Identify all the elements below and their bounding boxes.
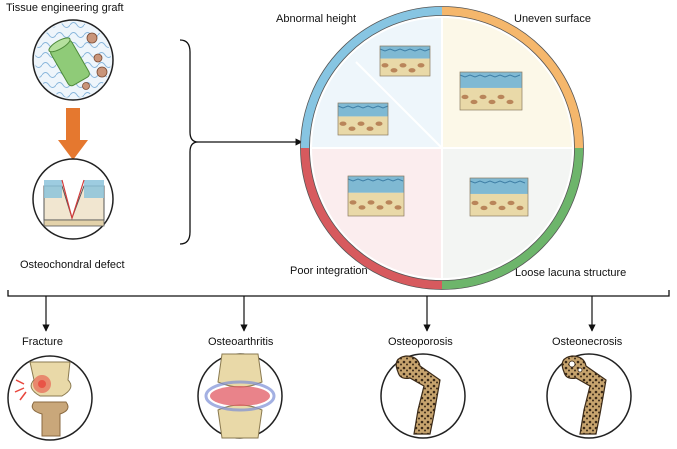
disease-label-fracture: Fracture	[22, 336, 63, 348]
sample-uneven-surface	[459, 71, 523, 111]
defect-label: Osteochondral defect	[20, 259, 125, 271]
necrotic-femur-icon	[546, 353, 632, 439]
defect-illustration-icon	[32, 158, 114, 240]
bottom-bracket-icon	[7, 290, 670, 297]
sample-abnormal-height-1	[379, 45, 431, 77]
ring-poor-integration	[300, 147, 443, 290]
bracket-icon	[179, 39, 199, 245]
quadrant-label-abnormal-height: Abnormal height	[276, 13, 357, 25]
implant-arrow-icon	[58, 108, 88, 160]
disease-label-osteoarthritis: Osteoarthritis	[208, 336, 274, 348]
sample-poor-integration	[347, 175, 405, 217]
ring-loose-lacuna	[441, 147, 584, 290]
ring-abnormal-height	[300, 6, 443, 149]
graft-label: Tissue engineering graft	[6, 2, 124, 14]
tissue-samples	[337, 45, 529, 217]
quadrant-label-poor-integration: Poor integration	[290, 265, 368, 277]
knee-fracture-icon	[7, 355, 93, 441]
arthritic-joint-icon	[197, 353, 283, 439]
quadrant-label-loose-lacuna: Loose lacuna structure	[515, 267, 627, 279]
disease-label-osteonecrosis: Osteonecrosis	[552, 336, 623, 348]
quadrant-circle	[300, 6, 584, 290]
ring-uneven-surface	[441, 6, 584, 149]
porous-femur-icon	[380, 353, 466, 439]
sample-loose-lacuna	[469, 177, 529, 217]
disease-label-osteoporosis: Osteoporosis	[388, 336, 453, 348]
quadrant-label-uneven-surface: Uneven surface	[514, 13, 592, 25]
graft-illustration-icon	[32, 19, 114, 101]
sample-abnormal-height-2	[337, 102, 389, 136]
